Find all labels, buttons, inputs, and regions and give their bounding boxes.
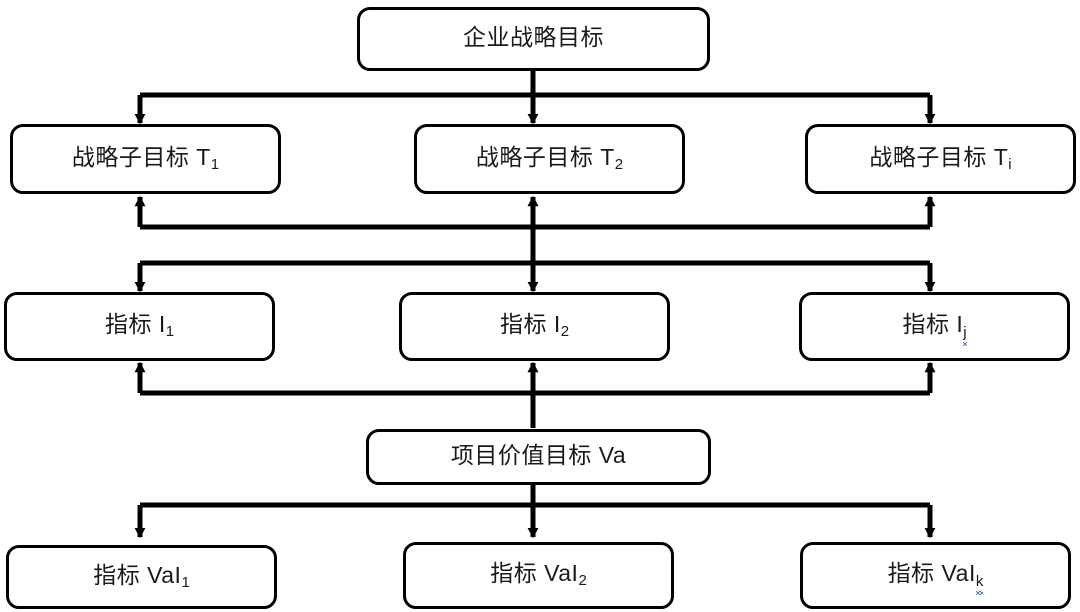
node-value-indicator-2[interactable]: 指标 VaI2 bbox=[403, 542, 674, 609]
spellcheck-underline: j bbox=[963, 323, 967, 341]
connector-indicators-to-subgoals bbox=[134, 195, 936, 230]
connector-valuegoal-to-valueindicators bbox=[134, 485, 936, 539]
connector-goal-to-subgoals bbox=[134, 71, 936, 125]
node-label: 战略子目标 T1 bbox=[71, 143, 220, 174]
node-label: 指标 VaI2 bbox=[490, 560, 587, 590]
node-label: 项目价值目标 Va bbox=[450, 441, 627, 468]
node-indicator-j[interactable]: 指标 Ij bbox=[799, 292, 1070, 361]
node-strategy-sub-goal-2[interactable]: 战略子目标 T2 bbox=[414, 124, 685, 194]
node-value-indicator-k[interactable]: 指标 VaIk bbox=[800, 542, 1071, 609]
node-label: 战略子目标 T2 bbox=[475, 143, 624, 174]
node-label: 指标 Ij bbox=[902, 311, 967, 341]
node-strategy-sub-goal-1[interactable]: 战略子目标 T1 bbox=[10, 124, 281, 194]
node-label: 指标 I1 bbox=[104, 311, 175, 341]
node-indicator-1[interactable]: 指标 I1 bbox=[4, 292, 275, 361]
node-label: 战略子目标 Ti bbox=[869, 143, 1012, 174]
node-value-indicator-1[interactable]: 指标 VaI1 bbox=[6, 545, 277, 609]
node-label: 企业战略目标 bbox=[463, 23, 604, 50]
spellcheck-underline: k bbox=[975, 572, 984, 590]
node-label: 指标 I2 bbox=[499, 311, 570, 341]
node-indicator-2[interactable]: 指标 I2 bbox=[399, 292, 670, 361]
node-enterprise-strategy-goal[interactable]: 企业战略目标 bbox=[357, 7, 710, 71]
node-label: 指标 VaI1 bbox=[93, 561, 190, 592]
node-label: 指标 VaIk bbox=[887, 560, 984, 590]
connector-valuegoal-to-indicators bbox=[134, 361, 936, 428]
node-strategy-sub-goal-i[interactable]: 战略子目标 Ti bbox=[805, 124, 1076, 194]
node-project-value-goal[interactable]: 项目价值目标 Va bbox=[366, 429, 711, 485]
connector-subgoals-to-indicators bbox=[134, 260, 936, 293]
